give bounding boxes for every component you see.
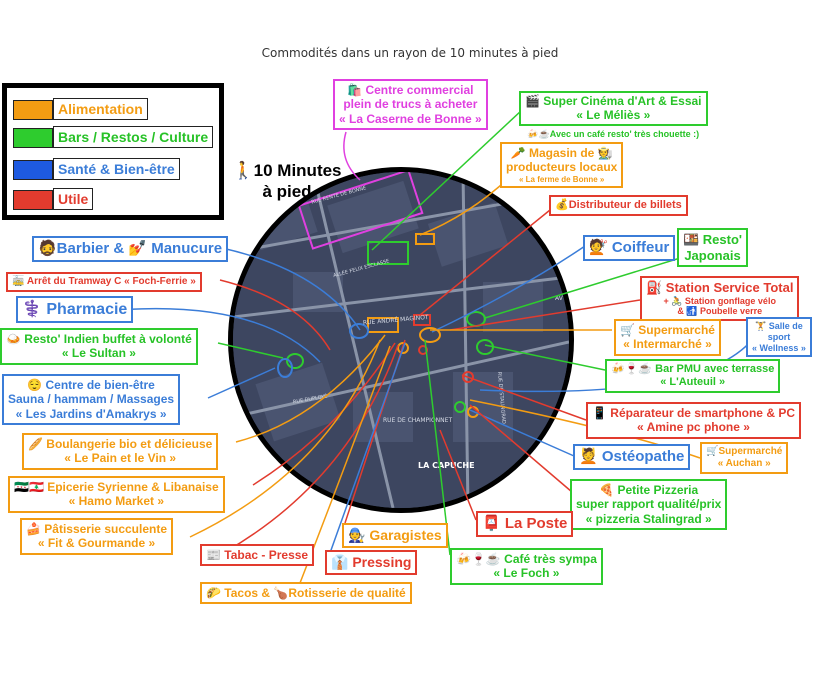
label-coiffeur[interactable]: 💇 Coiffeur (583, 235, 676, 261)
walking-radius-label: 🚶10 Minutes à pied (232, 161, 342, 201)
label-patisserie[interactable]: 🍰 Pâtisserie succulente « Fit & Gourmand… (20, 518, 174, 555)
label-centre-commercial[interactable]: 🛍️ Centre commercial plein de trucs à ac… (333, 79, 488, 131)
label-station-service[interactable]: ⛽ Station Service Total + 🚴 Station gonf… (640, 276, 800, 322)
label-garagistes[interactable]: 🧑‍🔧 Garagistes (342, 523, 448, 548)
legend-label: Utile (53, 188, 94, 210)
label-pressing[interactable]: 👔 Pressing (325, 550, 418, 575)
district-label: LA CAPUCHE (418, 461, 475, 470)
label-pharmacie[interactable]: ⚕️ Pharmacie (16, 296, 134, 324)
label-distributeur[interactable]: 💰Distributeur de billets (549, 195, 688, 217)
label-auchan[interactable]: 🛒Supermarché « Auchan » (700, 442, 789, 474)
street-label: AV (555, 295, 564, 302)
legend-swatch (13, 190, 53, 210)
legend-swatch (13, 100, 53, 120)
label-la-poste[interactable]: 📮 La Poste (476, 511, 574, 537)
label-pizzeria[interactable]: 🍕 Petite Pizzeria super rapport qualité/… (570, 479, 728, 531)
label-bien-etre[interactable]: 😌 Centre de bien-être Sauna / hammam / M… (2, 374, 181, 426)
legend-swatch (13, 128, 53, 148)
legend-label: Bars / Restos / Culture (53, 126, 214, 148)
legend-label: Alimentation (53, 98, 148, 120)
map-circle[interactable]: RUE ANDRÉ MAGINOT RUE RENTE DE BONNE ALL… (228, 167, 574, 513)
label-salle-sport[interactable]: 🏋️ Salle de sport « Wellness » (746, 317, 812, 358)
label-barbier[interactable]: 🧔Barbier & 💅 Manucure (32, 236, 229, 262)
street-label: RUE DE CHAMPIONNET (383, 417, 452, 424)
label-bar-pmu[interactable]: 🍻🍷☕ Bar PMU avec terrasse « L'Auteuil » (605, 359, 781, 394)
walking-person-icon: 🚶 (232, 161, 254, 180)
map-streets: RUE ANDRÉ MAGINOT RUE RENTE DE BONNE ALL… (233, 172, 569, 508)
legend-label: Santé & Bien-être (53, 158, 180, 180)
label-resto-japonais[interactable]: 🍱 Resto' Japonais (677, 228, 749, 268)
label-producteurs[interactable]: 🥕 Magasin de 🧑‍🌾 producteurs locaux « La… (500, 142, 624, 189)
legend-swatch (13, 160, 53, 180)
label-tacos[interactable]: 🌮 Tacos & 🍗Rotisserie de qualité (200, 582, 412, 605)
page-title: Commodités dans un rayon de 10 minutes à… (261, 46, 559, 60)
label-reparateur[interactable]: 📱 Réparateur de smartphone & PC « Amine … (586, 402, 801, 439)
label-resto-indien[interactable]: 🍛 Resto' Indien buffet à volonté « Le Su… (0, 328, 198, 365)
label-tabac-presse[interactable]: 📰 Tabac - Presse (200, 544, 315, 567)
label-osteopathe[interactable]: 💆 Ostéopathe (573, 444, 691, 470)
label-tramway[interactable]: 🚋 Arrêt du Tramway C « Foch-Ferrie » (6, 272, 202, 292)
label-cafe-foch[interactable]: 🍻🍷☕ Café très sympa « Le Foch » (450, 548, 603, 585)
label-boulangerie[interactable]: 🥖 Boulangerie bio et délicieuse « Le Pai… (22, 433, 219, 470)
label-epicerie[interactable]: 🇸🇾🇱🇧 Epicerie Syrienne & Libanaise « Ham… (8, 476, 225, 513)
legend: Alimentation Bars / Restos / Culture San… (2, 83, 224, 220)
label-cinema[interactable]: 🎬 Super Cinéma d'Art & Essai « Le Méliès… (515, 89, 712, 142)
label-intermarche[interactable]: 🛒 Supermarché « Intermarché » (614, 319, 721, 356)
